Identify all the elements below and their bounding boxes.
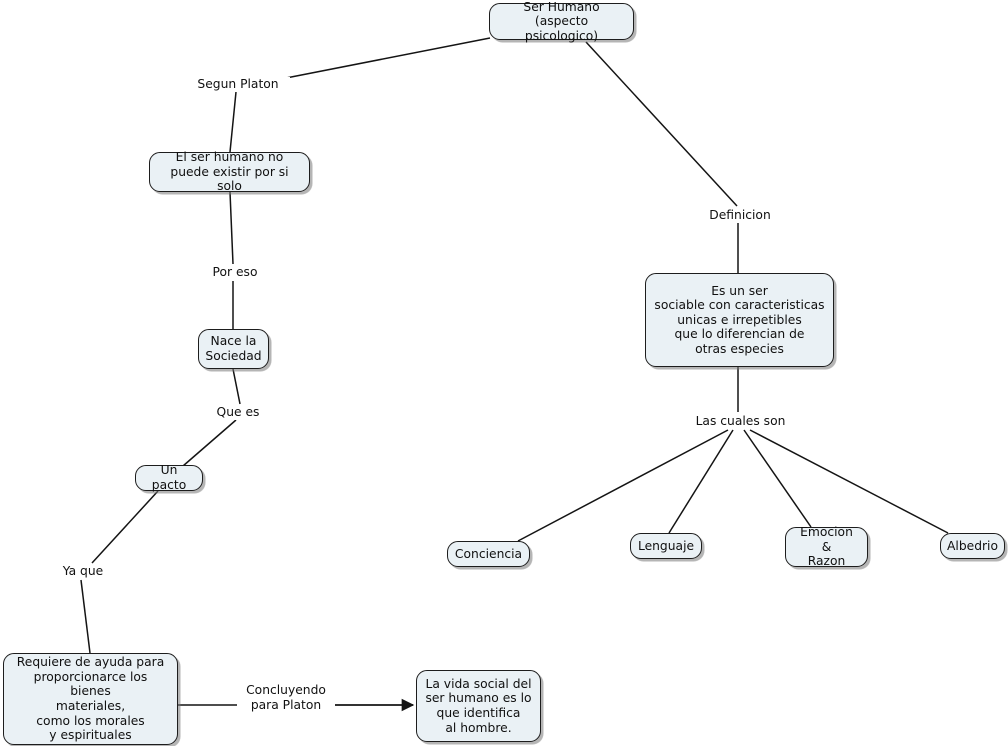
link-label-por-eso: Por eso [196,265,274,280]
node-es-un-ser-sociable[interactable]: Es un ser sociable con caracteristicas u… [645,273,834,367]
node-un-pacto[interactable]: Un pacto [135,463,203,492]
link-label-que-es: Que es [201,405,275,420]
edge-segun-platon-no-existir [229,91,237,153]
edge-ya-que-requiere-ayuda [80,579,91,654]
edge-que-es-un-pacto [182,419,237,467]
edge-un-pacto-ya-que [91,490,159,564]
node-nace-la-sociedad[interactable]: Nace la Sociedad [198,329,269,369]
node-ser-humano[interactable]: Ser Humano (aspecto psicologico) [489,0,634,43]
node-no-puede-existir-solo[interactable]: El ser humano no puede existir por si so… [149,150,310,193]
link-label-definicion: Definicion [698,208,782,223]
link-label-ya-que: Ya que [46,564,120,579]
edge-las-cuales-son-conciencia [517,429,729,542]
link-label-concluyendo-para-platon: Concluyendo para Platon [237,683,335,713]
node-lenguaje[interactable]: Lenguaje [630,533,702,559]
edge-las-cuales-son-emocion-razon [743,429,812,528]
node-conciencia[interactable]: Conciencia [447,541,530,567]
link-label-segun-platon: Segun Platon [186,77,290,92]
node-vida-social[interactable]: La vida social del ser humano es lo que … [416,670,541,742]
edge-root-segun-platon [280,37,491,80]
edge-no-existir-por-eso [229,191,234,265]
node-albedrio[interactable]: Albedrio [940,533,1005,559]
edge-las-cuales-son-albedrio [749,429,949,534]
node-requiere-de-ayuda[interactable]: Requiere de ayuda para proporcionarce lo… [3,653,178,745]
node-emocion-razon[interactable]: Emocion & Razon [785,525,868,568]
edge-nace-sociedad-que-es [232,368,241,405]
link-label-las-cuales-son: Las cuales son [685,414,796,429]
edge-las-cuales-son-lenguaje [668,429,734,534]
edge-root-definicion [585,41,738,207]
